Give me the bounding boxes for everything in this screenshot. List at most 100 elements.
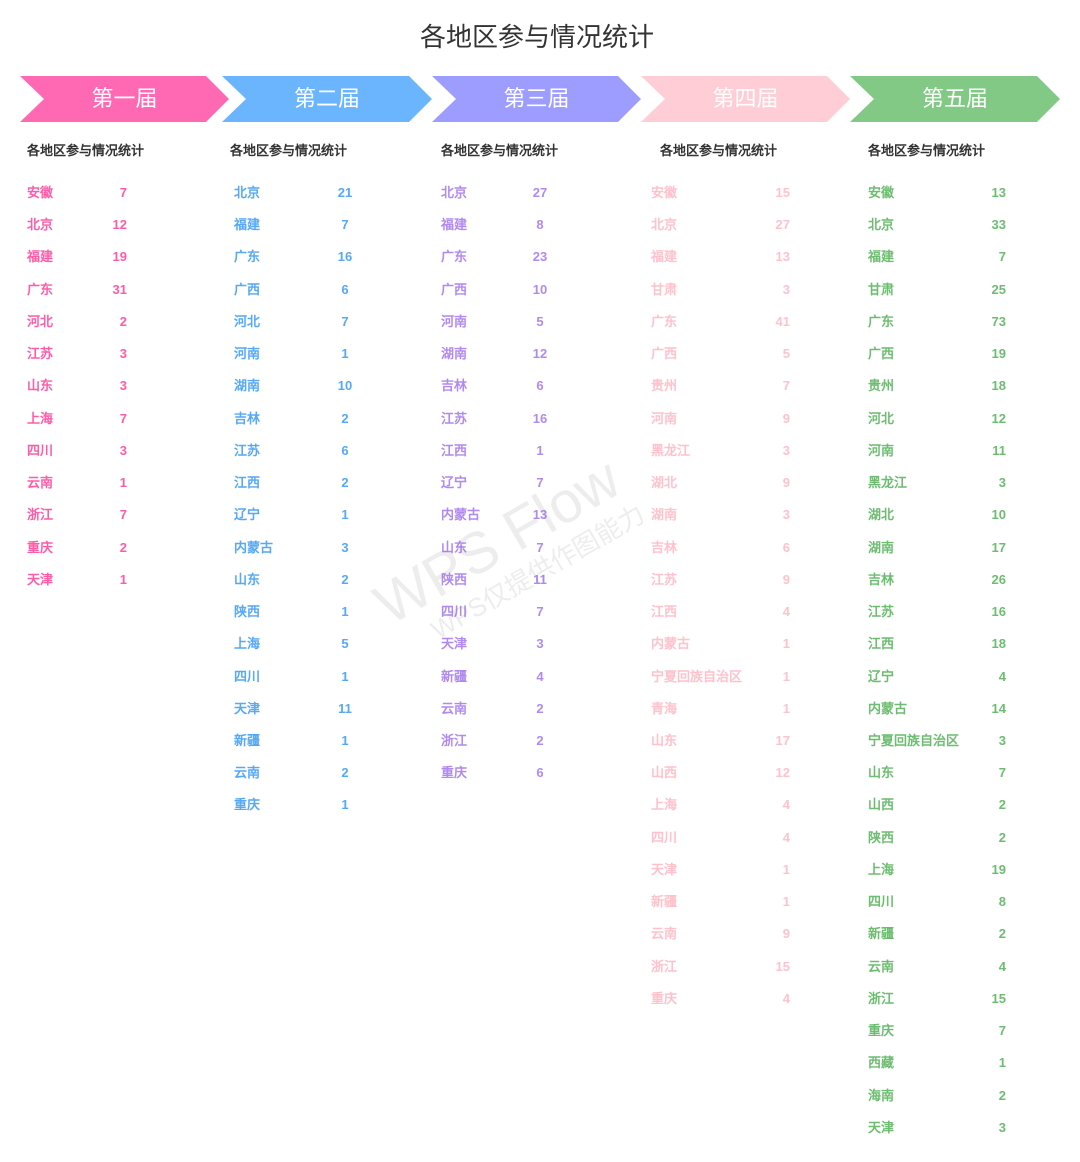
region-count: 1 [341,507,349,523]
region-name: 福建 [868,249,895,265]
chevron-header: 第四届 [641,76,850,122]
region-name: 安徽 [651,185,678,200]
region-name: 河南 [441,313,468,329]
region-name: 吉林 [441,378,468,394]
region-count: 7 [341,313,349,329]
region-name: 甘肃 [651,281,678,297]
region-name: 天津 [868,1119,895,1135]
region-count: 1 [782,894,790,910]
region-count: 14 [991,700,1006,716]
region-name: 广西 [441,281,468,297]
region-count: 1 [341,346,349,362]
region-count: 10 [991,507,1006,523]
region-name: 天津 [651,861,678,877]
region-count: 2 [998,926,1006,942]
region-count: 7 [536,539,544,555]
region-count: 5 [341,636,349,652]
region-count: 1 [782,861,790,877]
region-count: 3 [998,1119,1006,1135]
region-count: 3 [782,507,790,523]
region-count: 26 [991,571,1006,587]
region-count: 1 [341,797,349,813]
region-name: 浙江 [441,732,468,748]
region-name: 福建 [27,249,54,265]
region-count: 1 [119,571,127,587]
region-name: 宁夏回族自治区 [868,732,960,748]
region-name: 江苏 [441,410,468,426]
region-count: 5 [536,313,544,329]
region-count: 15 [991,990,1006,1006]
region-count: 11 [992,442,1006,458]
region-name: 江西 [651,604,678,620]
region-name: 浙江 [868,990,895,1006]
region-count: 27 [775,217,790,233]
region-name: 黑龙江 [868,475,908,491]
region-name: 湖南 [234,378,261,394]
region-count: 9 [782,571,790,587]
region-name: 四川 [27,442,54,458]
region-name: 河南 [868,442,895,458]
region-name: 福建 [234,217,261,233]
region-count: 3 [998,475,1006,491]
region-name: 广东 [234,249,261,265]
region-count: 3 [782,442,790,458]
region-count: 19 [112,249,127,265]
region-count: 12 [532,346,548,362]
region-count: 13 [991,185,1006,200]
list-item: 河南 11 [868,435,1006,467]
region-name: 天津 [27,571,54,587]
region-name: 海南 [868,1087,895,1103]
column-subtitle: 各地区参与情况统计 [441,143,559,158]
region-name: 内蒙古 [234,539,274,555]
column-subtitle: 各地区参与情况统计 [868,143,986,158]
region-name: 福建 [651,249,678,265]
region-count: 7 [998,765,1006,781]
list-item: 浙江 15 [868,983,1006,1015]
region-name: 重庆 [651,990,678,1006]
region-count: 15 [775,958,790,974]
region-name: 重庆 [441,765,468,781]
region-name: 吉林 [868,571,895,587]
region-count: 16 [337,249,353,265]
region-name: 山东 [651,732,678,748]
region-name: 重庆 [868,1023,895,1039]
region-name: 广西 [234,281,261,297]
region-count: 4 [782,990,790,1006]
